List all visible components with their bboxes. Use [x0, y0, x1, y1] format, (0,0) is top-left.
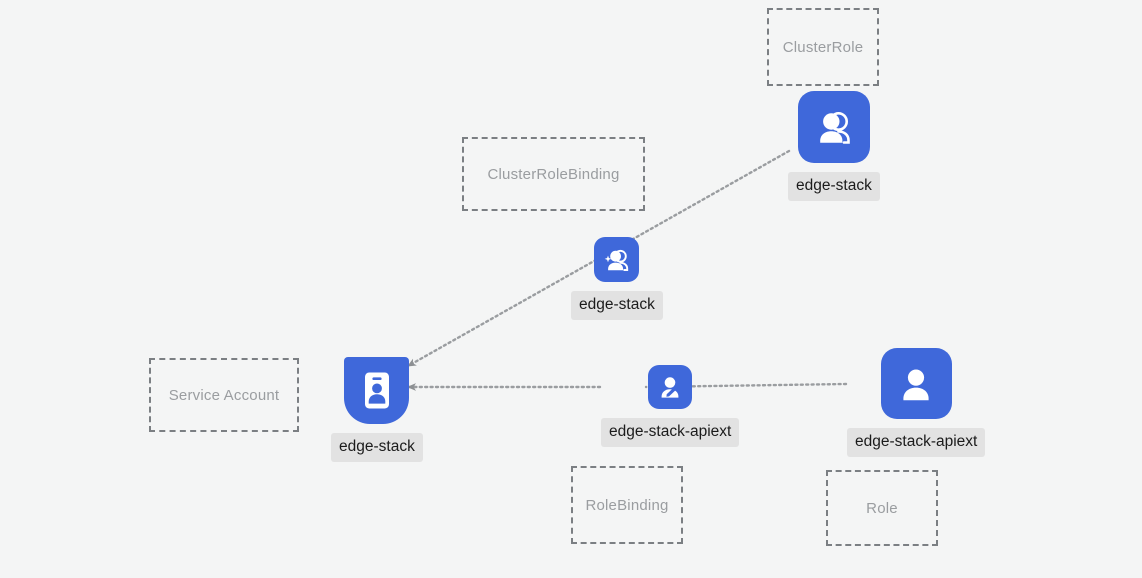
node-label-cluster-role-binding: edge-stack: [571, 291, 663, 320]
group-box-role: Role: [826, 470, 938, 546]
node-label-service-account: edge-stack: [331, 433, 423, 462]
group-box-role-binding: RoleBinding: [571, 466, 683, 544]
node-label-role-binding: edge-stack-apiext: [601, 418, 740, 447]
node-label-cluster-role: edge-stack: [788, 172, 880, 201]
service-account-icon-tile[interactable]: [344, 357, 410, 424]
group-users-icon: [813, 106, 855, 148]
group-box-service-account: Service Account: [149, 358, 299, 432]
node-cluster-role[interactable]: edge-stack: [788, 91, 880, 201]
group-label-service-account: Service Account: [168, 386, 280, 404]
cluster-role-binding-icon-tile[interactable]: [594, 237, 640, 282]
group-label-cluster-role: ClusterRole: [782, 38, 864, 56]
user-edit-icon: [656, 373, 684, 401]
group-box-cluster-role-binding: ClusterRoleBinding: [462, 137, 645, 211]
group-label-role: Role: [866, 499, 898, 517]
user-icon: [895, 363, 937, 405]
group-box-cluster-role: ClusterRole: [767, 8, 879, 86]
add-user-icon: [603, 246, 631, 274]
role-binding-icon-tile[interactable]: [648, 365, 693, 409]
node-cluster-role-binding[interactable]: edge-stack: [571, 237, 663, 320]
node-service-account[interactable]: edge-stack: [331, 357, 423, 462]
cluster-role-icon-tile[interactable]: [797, 91, 870, 163]
node-label-role: edge-stack-apiext: [847, 428, 986, 457]
group-label-cluster-role-binding: ClusterRoleBinding: [487, 165, 620, 183]
node-role-binding[interactable]: edge-stack-apiext: [601, 365, 740, 447]
role-icon-tile[interactable]: [880, 348, 952, 419]
id-badge-shield-icon: [359, 369, 395, 413]
node-role[interactable]: edge-stack-apiext: [847, 348, 986, 457]
group-label-role-binding: RoleBinding: [585, 496, 669, 514]
